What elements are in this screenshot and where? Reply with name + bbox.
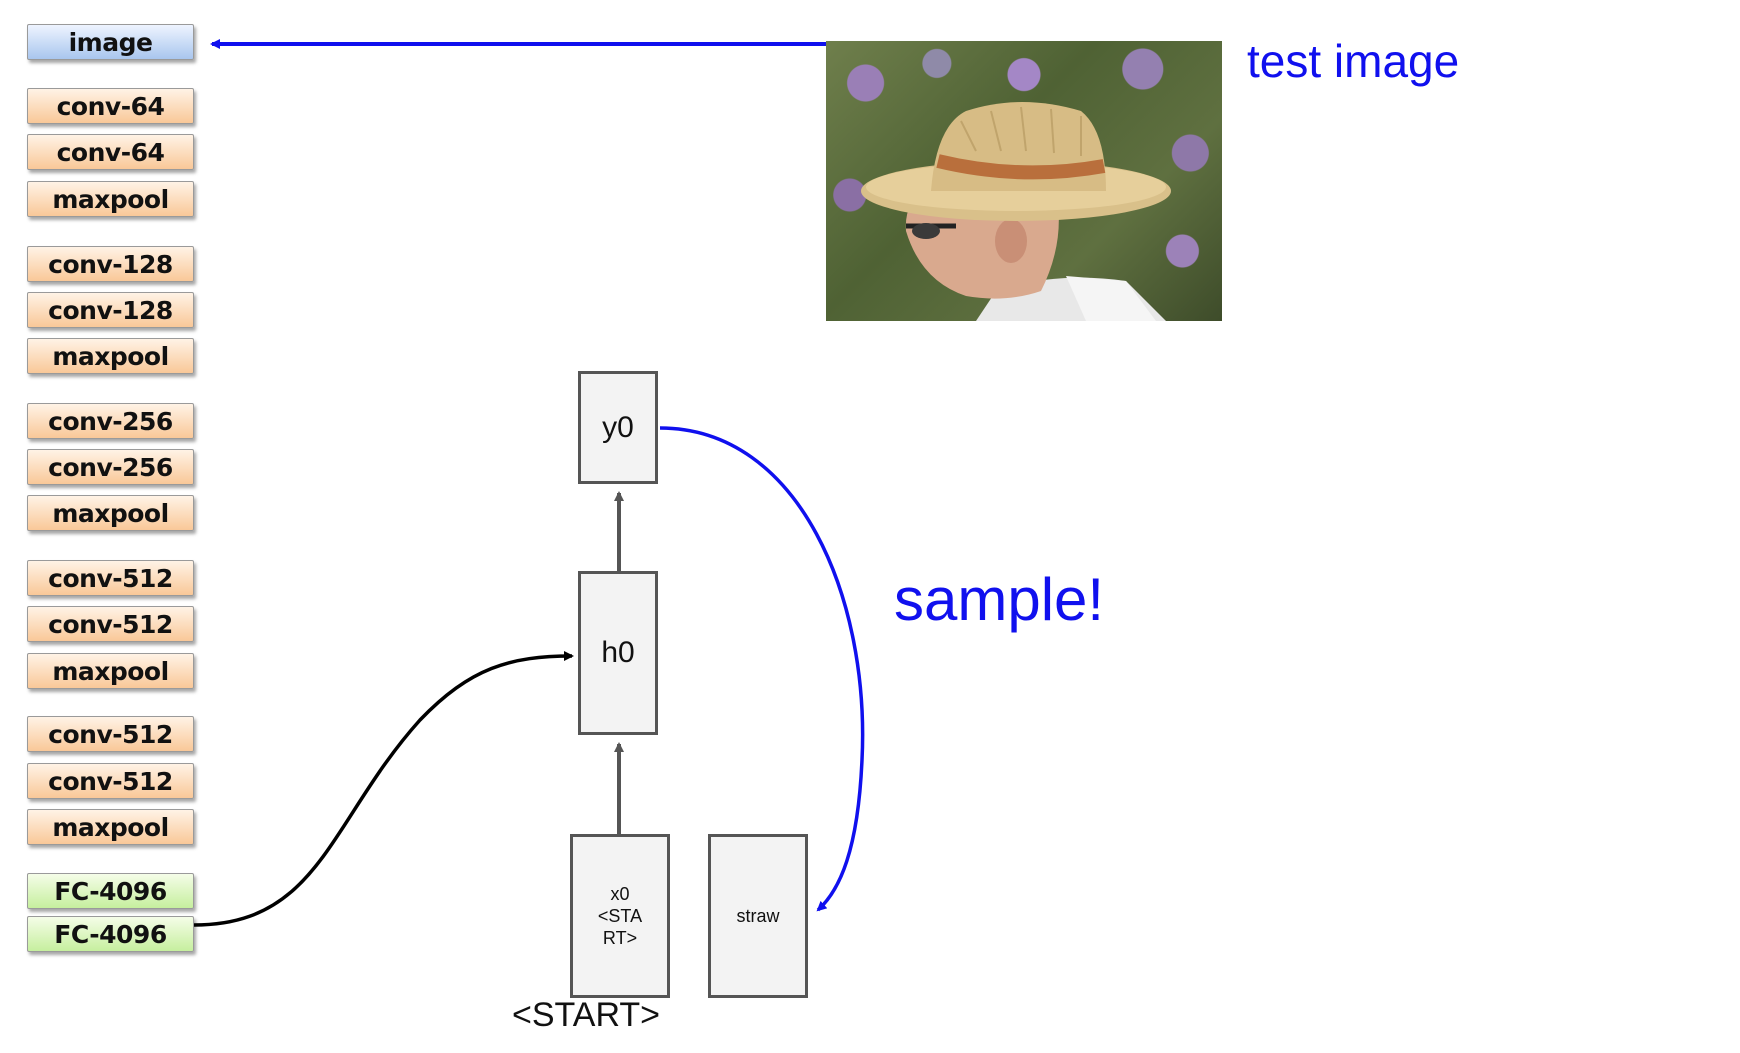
sample-label: sample! [894, 566, 1105, 633]
layer-conv-256-b: conv-256 [27, 449, 194, 485]
x0-start-node: x0 <STA RT> [570, 834, 670, 998]
layer-conv-64-b: conv-64 [27, 134, 194, 170]
layer-maxpool-3: maxpool [27, 495, 194, 531]
h0-node: h0 [578, 571, 658, 735]
layer-conv-512-c: conv-512 [27, 716, 194, 752]
layer-maxpool-5: maxpool [27, 809, 194, 845]
layer-conv-64-a: conv-64 [27, 88, 194, 124]
layer-conv-512-b: conv-512 [27, 606, 194, 642]
straw-hat-man-illustration [861, 102, 1171, 321]
layer-conv-512-d: conv-512 [27, 763, 194, 799]
start-caption: <START> [512, 996, 661, 1034]
layer-fc-4096-a: FC-4096 [27, 873, 194, 909]
test-image-photo [826, 41, 1222, 321]
layer-conv-256-a: conv-256 [27, 403, 194, 439]
y0-node: y0 [578, 371, 658, 484]
layer-maxpool-1: maxpool [27, 181, 194, 217]
layer-conv-128-a: conv-128 [27, 246, 194, 282]
layer-fc-4096-b: FC-4096 [27, 916, 194, 952]
layer-conv-128-b: conv-128 [27, 292, 194, 328]
layer-image: image [27, 24, 194, 60]
layer-maxpool-2: maxpool [27, 338, 194, 374]
fc-to-h0-arrow [193, 651, 574, 927]
layer-conv-512-a: conv-512 [27, 560, 194, 596]
test-image-label: test image [1247, 35, 1460, 87]
layer-maxpool-4: maxpool [27, 653, 194, 689]
straw-word-node: straw [708, 834, 808, 998]
